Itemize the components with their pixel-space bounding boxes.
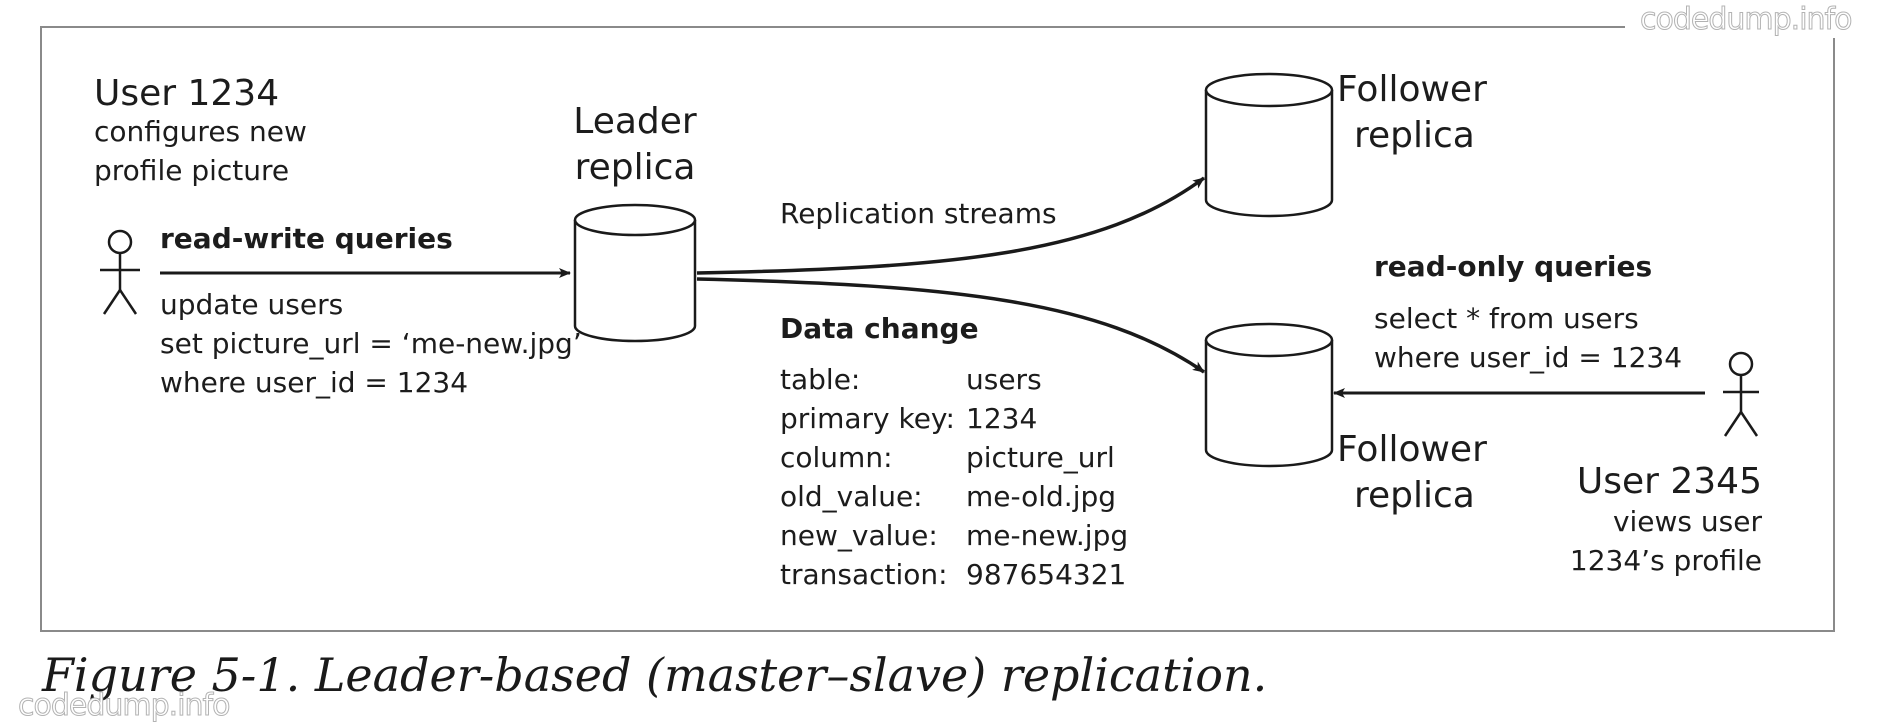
replication-arrow-bottom: [696, 277, 1205, 374]
user-2345-name: User 2345: [1576, 461, 1762, 502]
data-change-key: column:: [780, 441, 893, 474]
read-write-query-1: update users: [160, 288, 344, 321]
frame-gap: [1625, 18, 1865, 38]
user-1234-desc-1: configures new: [94, 115, 307, 148]
user-1234-name: User 1234: [94, 73, 280, 114]
figure-caption: Figure 5-1. Leader-based (master–slave) …: [42, 648, 1268, 702]
read-write-query-3: where user_id = 1234: [160, 366, 469, 399]
follower-top-label-2: replica: [1354, 115, 1475, 156]
data-change-key: table:: [780, 363, 861, 396]
data-change-value: 987654321: [966, 558, 1127, 591]
follower-top-database-icon: [1204, 72, 1334, 218]
read-only-label: read-only queries: [1374, 250, 1653, 283]
user-2345-icon: [1723, 351, 1759, 437]
read-only-query-1: select * from users: [1374, 302, 1639, 335]
data-change-key: primary key:: [780, 402, 955, 435]
watermark-bottom-left: codedump.info: [17, 688, 230, 724]
data-change-key: transaction:: [780, 558, 948, 591]
user-2345-desc-1: views user: [1612, 505, 1762, 538]
data-change-value: 1234: [966, 402, 1038, 435]
read-only-query-2: where user_id = 1234: [1374, 341, 1683, 374]
data-change-value: picture_url: [966, 441, 1115, 474]
follower-bottom-label-2: replica: [1354, 475, 1475, 516]
read-write-query-2: set picture_url = ‘me-new.jpg’: [160, 327, 582, 360]
leader-database-icon: [573, 203, 697, 343]
user-1234-desc-2: profile picture: [94, 154, 290, 187]
data-change-value: users: [966, 363, 1042, 396]
follower-bottom-label-1: Follower: [1337, 429, 1487, 470]
replication-streams-label: Replication streams: [780, 197, 1057, 230]
data-change-key: old_value:: [780, 480, 923, 513]
diagram-frame: [40, 26, 1835, 632]
data-change-key: new_value:: [780, 519, 938, 552]
data-change-value: me-old.jpg: [966, 480, 1117, 513]
data-change-value: me-new.jpg: [966, 519, 1129, 552]
user-2345-desc-2: 1234’s profile: [1569, 544, 1762, 577]
user-1234-icon: [100, 229, 140, 315]
data-change-title: Data change: [780, 312, 979, 345]
leader-label-1: Leader: [573, 101, 697, 142]
leader-label-2: replica: [574, 147, 696, 188]
watermark-top-right: codedump.info: [1639, 2, 1852, 38]
follower-top-label-1: Follower: [1337, 69, 1487, 110]
read-write-label: read-write queries: [160, 222, 453, 255]
follower-bottom-database-icon: [1204, 322, 1334, 468]
replication-arrow-top: [696, 176, 1206, 275]
